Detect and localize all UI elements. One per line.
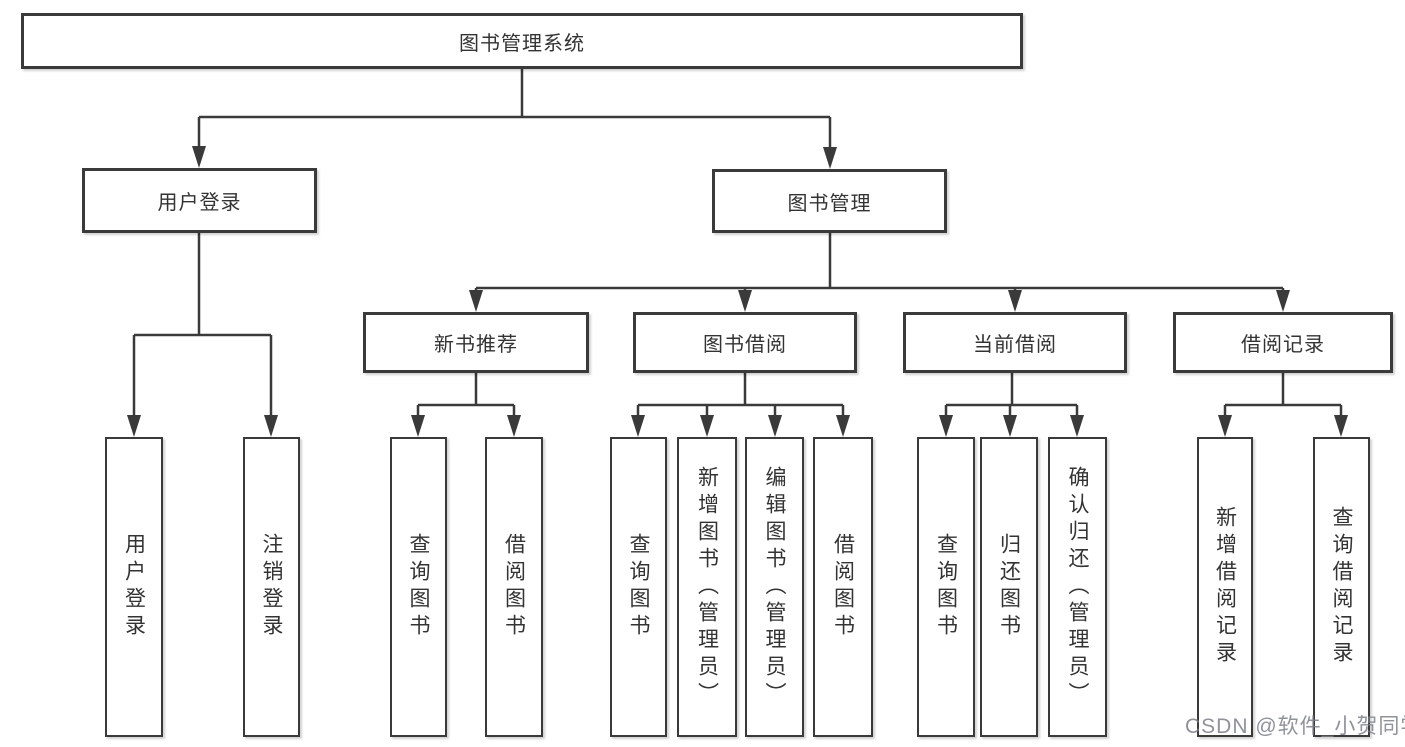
leaf-query-borrow-record: 查询借阅记录	[1313, 437, 1370, 737]
connector-borrow-records	[1223, 373, 1343, 416]
leaf-query-book-current: 查询图书	[917, 437, 975, 737]
connector-new-book	[416, 373, 516, 416]
connector-current-borrow	[944, 373, 1079, 416]
leaf-query-book-recommend-label: 查询图书	[407, 533, 430, 641]
leaf-borrow-book-label: 借阅图书	[831, 533, 855, 641]
node-current-borrow-label: 当前借阅	[973, 334, 1057, 356]
arrowheads	[127, 146, 1348, 437]
node-book-borrow-label: 图书借阅	[703, 334, 787, 356]
leaf-logout-label: 注销登录	[260, 533, 283, 641]
leaf-confirm-return-admin: 确认归还（管理员）	[1048, 437, 1107, 737]
leaf-query-borrow-record-label: 查询借阅记录	[1330, 506, 1353, 668]
leaf-return-book: 归还图书	[980, 437, 1038, 737]
leaf-borrow-book-recommend: 借阅图书	[485, 437, 543, 737]
connector-book-borrow	[636, 373, 845, 416]
node-new-book-recommend-label: 新书推荐	[434, 334, 518, 356]
node-book-borrow: 图书借阅	[633, 312, 857, 373]
leaf-query-book-current-label: 查询图书	[934, 533, 958, 641]
connector-root	[197, 69, 832, 148]
node-borrow-records-label: 借阅记录	[1241, 334, 1325, 356]
leaf-query-book-borrow-label: 查询图书	[627, 533, 650, 641]
leaf-add-book-admin-label: 新增图书（管理员）	[695, 465, 719, 709]
leaf-return-book-label: 归还图书	[997, 533, 1021, 641]
leaf-edit-book-admin: 编辑图书（管理员）	[745, 437, 804, 737]
leaf-user-login: 用户登录	[105, 437, 163, 737]
node-current-borrow: 当前借阅	[903, 312, 1127, 373]
leaf-edit-book-admin-label: 编辑图书（管理员）	[763, 465, 786, 709]
node-book-management-label: 图书管理	[787, 192, 872, 215]
node-user-login-label: 用户登录	[157, 192, 242, 214]
leaf-user-login-label: 用户登录	[122, 533, 146, 641]
leaf-add-borrow-record: 新增借阅记录	[1197, 437, 1253, 737]
leaf-add-borrow-record-label: 新增借阅记录	[1213, 506, 1237, 668]
leaf-confirm-return-admin-label: 确认归还（管理员）	[1066, 465, 1089, 709]
node-new-book-recommend: 新书推荐	[363, 312, 589, 373]
node-system-root-label: 图书管理系统	[459, 32, 585, 55]
leaf-borrow-book-recommend-label: 借阅图书	[502, 533, 526, 641]
node-system-root: 图书管理系统	[21, 13, 1023, 69]
leaf-borrow-book: 借阅图书	[813, 437, 873, 737]
node-borrow-records: 借阅记录	[1173, 312, 1393, 373]
leaf-logout: 注销登录	[243, 437, 300, 737]
connector-user-login	[132, 233, 273, 416]
leaf-query-book-borrow: 查询图书	[610, 437, 667, 737]
node-user-login: 用户登录	[82, 168, 317, 233]
leaf-add-book-admin: 新增图书（管理员）	[677, 437, 737, 737]
connector-book-management	[474, 233, 1285, 291]
node-book-management: 图书管理	[712, 169, 947, 233]
watermark-text: CSDN @软件_小贺同学	[1185, 715, 1405, 738]
leaf-query-book-recommend: 查询图书	[390, 437, 447, 737]
